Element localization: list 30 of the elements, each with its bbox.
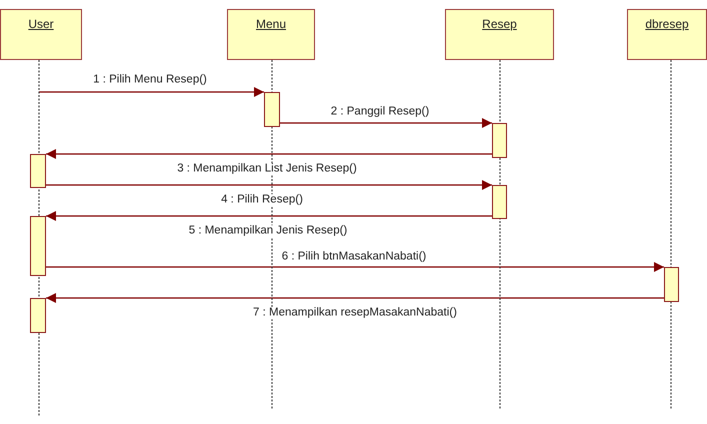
message-arrow — [280, 118, 492, 128]
activation-bar — [664, 267, 679, 302]
message-arrow — [46, 293, 664, 303]
object-name: dbresep — [645, 18, 689, 30]
message-label: 4 : Pilih Resep() — [219, 194, 305, 206]
activation-bar — [30, 154, 46, 188]
message-arrow — [46, 149, 492, 159]
lifeline — [670, 60, 672, 410]
lifeline-head-box — [445, 9, 554, 60]
message-label: 3 : Menampilkan List Jenis Resep() — [175, 163, 359, 175]
object-name: User — [28, 18, 54, 30]
message-label: 7 : Menampilkan resepMasakanNabati() — [251, 307, 459, 319]
activation-bar — [264, 92, 280, 127]
object-name: Resep — [482, 18, 517, 30]
message-arrow — [39, 87, 264, 97]
message-arrow — [46, 211, 492, 221]
activation-bar — [492, 123, 507, 158]
activation-bar — [30, 216, 46, 276]
object-name: Menu — [256, 18, 286, 30]
message-label: 5 : Menampilkan Jenis Resep() — [186, 225, 350, 237]
activation-bar — [30, 298, 46, 333]
lifeline-head-box — [227, 9, 315, 60]
message-arrow — [46, 262, 664, 272]
lifeline-head-box — [627, 9, 707, 60]
message-arrow — [46, 180, 492, 190]
message-label: 2 : Panggil Resep() — [328, 106, 432, 118]
activation-bar — [492, 185, 507, 219]
message-label: 1 : Pilih Menu Resep() — [91, 74, 209, 86]
message-label: 6 : Pilih btnMasakanNabati() — [280, 251, 428, 263]
lifeline-head-box — [0, 9, 82, 60]
